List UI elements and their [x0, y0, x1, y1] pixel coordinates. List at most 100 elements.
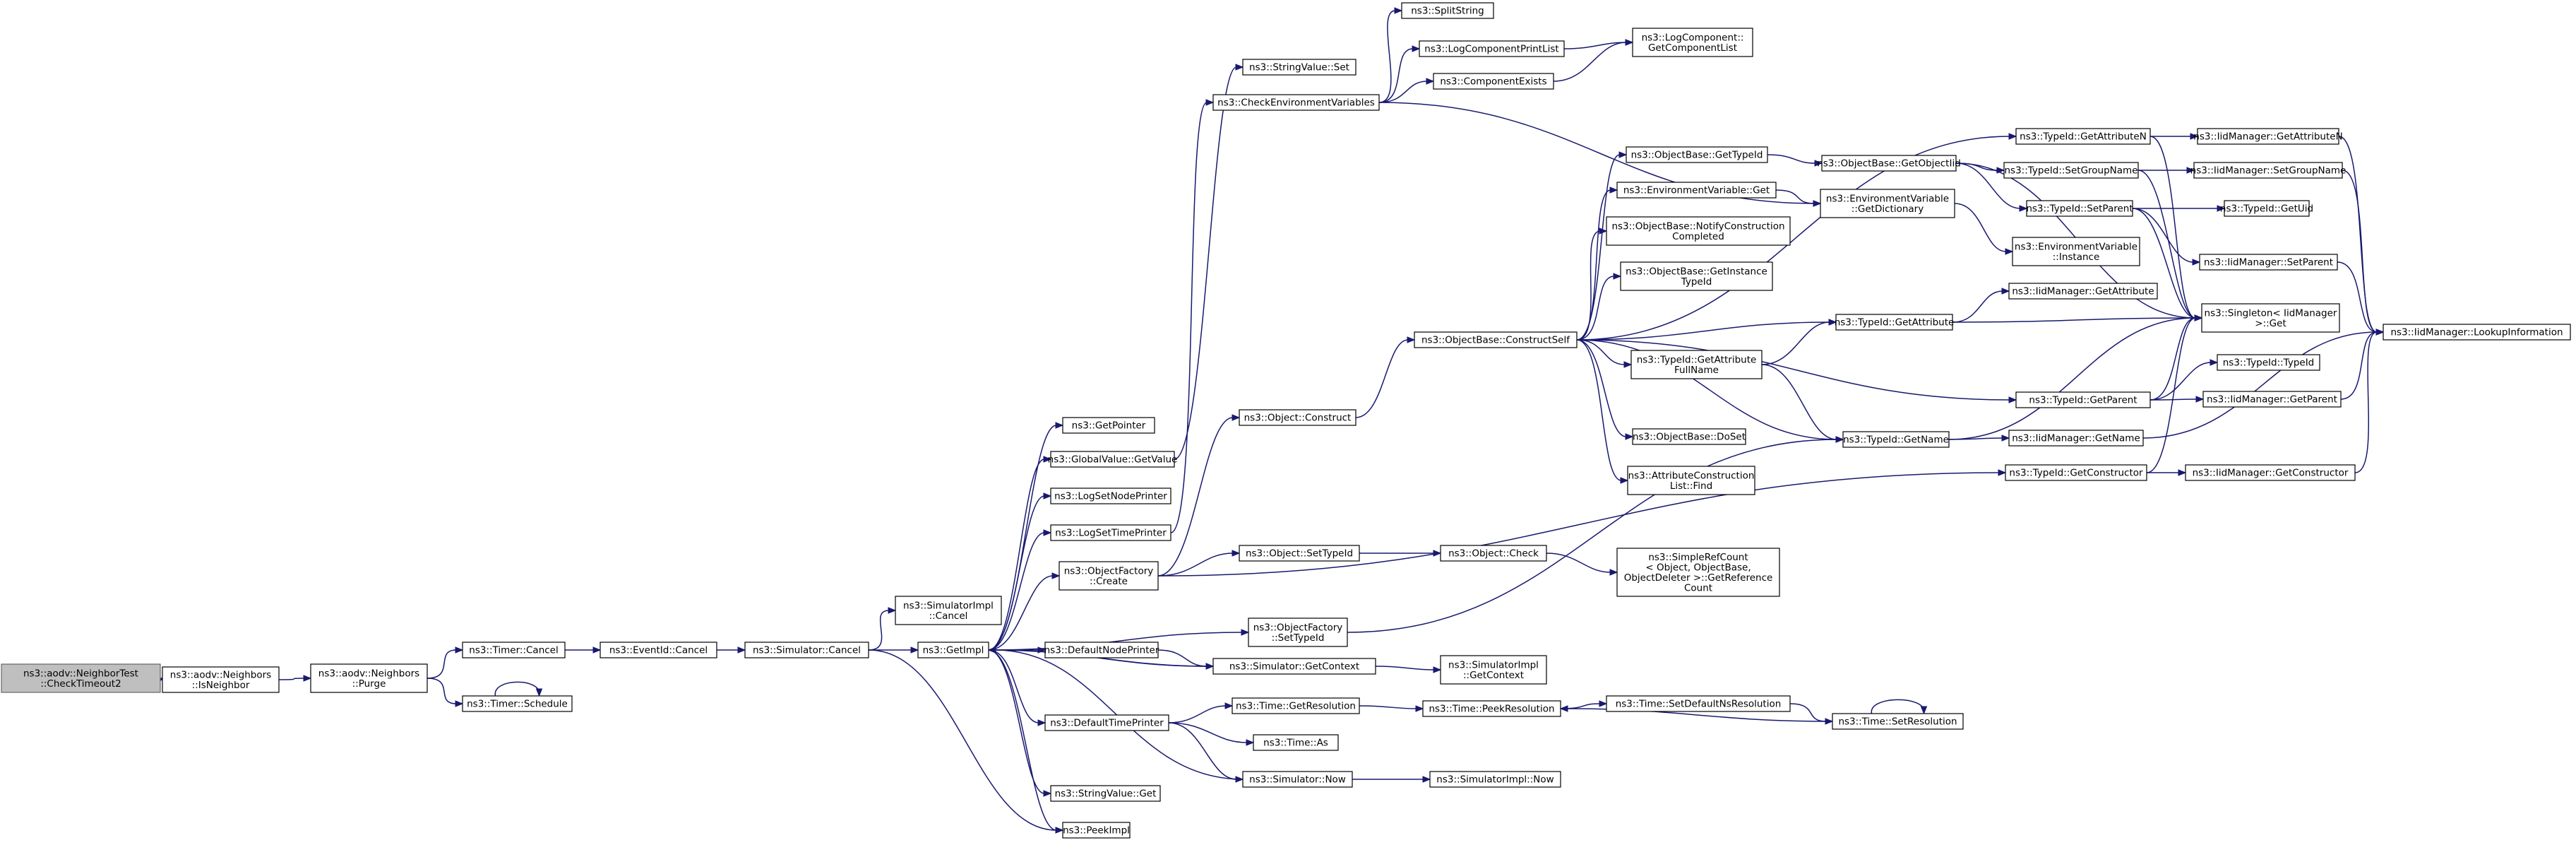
node-ns3-objectbase-doset[interactable]: ns3::ObjectBase::DoSet — [1632, 428, 1746, 445]
node-ns3-iidmanager-setparent[interactable]: ns3::IidManager::SetParent — [2199, 254, 2338, 271]
node-ns3-simulatorimpl-cancel[interactable]: ns3::SimulatorImpl::Cancel — [895, 596, 1002, 625]
node-ns3-iidmanager-getattribute[interactable]: ns3::IidManager::GetAttribute — [2008, 283, 2158, 300]
node-ns3-singleton-iidmanager-get[interactable]: ns3::Singleton< IidManager >::Get — [2201, 303, 2340, 333]
node-ns3-timer-cancel[interactable]: ns3::Timer::Cancel — [462, 642, 566, 658]
edge-n51-n62 — [2137, 170, 2196, 319]
node-ns3-globalvalue-getvalue[interactable]: ns3::GlobalValue::GetValue — [1048, 451, 1178, 468]
node-label: ::Purge — [352, 678, 386, 690]
edge-n19-n27 — [1378, 10, 1396, 103]
node-ns3-iidmanager-getparent[interactable]: ns3::IidManager::GetParent — [2202, 391, 2342, 408]
edge-n31-n42 — [1576, 339, 1627, 437]
node-ns3-environmentvariable-getdictionary[interactable]: ns3::EnvironmentVariable::GetDictionary — [1820, 189, 1955, 218]
arrowhead — [1037, 719, 1046, 726]
node-ns3-componentexists[interactable]: ns3::ComponentExists — [1433, 73, 1554, 90]
node-ns3-peekimpl[interactable]: ns3::PeekImpl — [1062, 822, 1131, 839]
node-ns3-logcomponentprintlist[interactable]: ns3::LogComponentPrintList — [1419, 40, 1565, 57]
node-ns3-typeid-getparent[interactable]: ns3::TypeId::GetParent — [2015, 391, 2151, 408]
node-box — [1606, 695, 1791, 712]
node-ns3-splitstring[interactable]: ns3::SplitString — [1401, 2, 1494, 19]
node-label: ns3::LogSetTimePrinter — [1055, 528, 1167, 539]
node-ns3-simulatorimpl-getcontext[interactable]: ns3::SimulatorImpl::GetContext — [1440, 655, 1547, 685]
node-label: ns3::ObjectBase::GetObjectIid — [1817, 158, 1961, 170]
node-ns3-time-peekresolution[interactable]: ns3::Time::PeekResolution — [1422, 700, 1561, 717]
edge-n6-n9 — [868, 649, 1057, 831]
node-ns3-logsettimeprinter[interactable]: ns3::LogSetTimePrinter — [1050, 524, 1171, 541]
node-ns3-iidmanager-getattributen[interactable]: ns3::IidManager::GetAttributeN — [2193, 128, 2343, 145]
node-ns3-stringvalue-get[interactable]: ns3::StringValue::Get — [1050, 785, 1161, 802]
arrowhead — [987, 646, 996, 654]
node-ns3-defaultnodeprinter[interactable]: ns3::DefaultNodePrinter — [1044, 642, 1159, 658]
node-ns3-time-setdefaultnsresolution[interactable]: ns3::Time::SetDefaultNsResolution — [1606, 695, 1791, 712]
node-ns3-getimpl[interactable]: ns3::GetImpl — [917, 642, 989, 658]
node-ns3-aodv-neighbors-isneighbor[interactable]: ns3::aodv::Neighbors::IsNeighbor — [162, 666, 280, 693]
node-box — [1050, 451, 1175, 468]
node-box — [600, 642, 717, 658]
node-label: ::Instance — [2053, 252, 2100, 263]
node-ns3-objectfactory-create[interactable]: ns3::ObjectFactory::Create — [1059, 561, 1159, 591]
node-box — [1820, 189, 1955, 218]
edge-n37-n46 — [1767, 154, 1816, 164]
node-ns3-time-getresolution[interactable]: ns3::Time::GetResolution — [1232, 697, 1360, 714]
node-ns3-aodv-neighbortest-checktimeout2[interactable]: ns3::aodv::NeighborTest::CheckTimeout2 — [1, 663, 161, 693]
node-ns3-simplerefcount-object-objectbase-objectdeleter-getreferencecount[interactable]: ns3::SimpleRefCount< Object, ObjectBase,… — [1616, 548, 1780, 597]
node-ns3-defaulttimeprinter[interactable]: ns3::DefaultTimePrinter — [1044, 714, 1169, 731]
node-box — [2003, 162, 2139, 179]
node-ns3-typeid-setgroupname[interactable]: ns3::TypeId::SetGroupName — [2003, 162, 2139, 179]
node-ns3-object-settypeid[interactable]: ns3::Object::SetTypeId — [1239, 545, 1360, 562]
node-label: ns3::AttributeConstruction — [1628, 470, 1755, 481]
node-ns3-logsetnodeprinter[interactable]: ns3::LogSetNodePrinter — [1050, 488, 1171, 504]
node-box — [2202, 391, 2342, 408]
arrowhead — [2019, 205, 2028, 212]
node-box — [1044, 714, 1169, 731]
node-label: ns3::ObjectBase::NotifyConstruction — [1611, 220, 1784, 232]
node-ns3-typeid-setparent[interactable]: ns3::TypeId::SetParent — [2026, 200, 2133, 217]
node-box — [1248, 618, 1348, 647]
node-ns3-iidmanager-lookupinformation[interactable]: ns3::IidManager::LookupInformation — [2383, 324, 2571, 341]
node-ns3-objectbase-getobjectiid[interactable]: ns3::ObjectBase::GetObjectIid — [1817, 155, 1961, 172]
node-ns3-eventid-cancel[interactable]: ns3::EventId::Cancel — [600, 642, 717, 658]
node-ns3-simulator-now[interactable]: ns3::Simulator::Now — [1242, 771, 1353, 788]
node-ns3-time-setresolution[interactable]: ns3::Time::SetResolution — [1832, 713, 1964, 730]
node-ns3-objectbase-notifyconstructioncompleted[interactable]: ns3::ObjectBase::NotifyConstructionCompl… — [1606, 216, 1791, 246]
arrowhead — [2192, 259, 2201, 266]
node-ns3-iidmanager-setgroupname[interactable]: ns3::IidManager::SetGroupName — [2190, 162, 2347, 179]
edge-n52-n62 — [2132, 208, 2196, 319]
node-ns3-getpointer[interactable]: ns3::GetPointer — [1062, 417, 1155, 434]
node-ns3-typeid-getname[interactable]: ns3::TypeId::GetName — [1842, 431, 1950, 448]
node-ns3-simulator-getcontext[interactable]: ns3::Simulator::GetContext — [1212, 658, 1376, 675]
node-ns3-logcomponent-getcomponentlist[interactable]: ns3::LogComponent::GetComponentList — [1632, 28, 1753, 57]
node-ns3-simulatorimpl-now[interactable]: ns3::SimulatorImpl::Now — [1429, 771, 1561, 788]
node-ns3-aodv-neighbors-purge[interactable]: ns3::aodv::Neighbors::Purge — [310, 663, 428, 693]
node-ns3-typeid-getuid[interactable]: ns3::TypeId::GetUid — [2220, 200, 2313, 217]
node-ns3-simulator-cancel[interactable]: ns3::Simulator::Cancel — [744, 642, 869, 658]
node-ns3-time-as[interactable]: ns3::Time::As — [1253, 734, 1339, 751]
node-box — [462, 695, 573, 712]
node-ns3-environmentvariable-get[interactable]: ns3::EnvironmentVariable::Get — [1616, 182, 1777, 199]
node-ns3-object-construct[interactable]: ns3::Object::Construct — [1239, 409, 1356, 426]
arrowhead — [1055, 827, 1064, 834]
node-label: ::GetContext — [1463, 670, 1524, 681]
node-box — [1429, 771, 1561, 788]
node-label: ::GetDictionary — [1852, 203, 1924, 215]
node-ns3-objectbase-constructself[interactable]: ns3::ObjectBase::ConstructSelf — [1414, 331, 1578, 348]
node-ns3-object-check[interactable]: ns3::Object::Check — [1440, 545, 1547, 562]
node-ns3-checkenvironmentvariables[interactable]: ns3::CheckEnvironmentVariables — [1212, 94, 1380, 111]
node-ns3-objectfactory-settypeid[interactable]: ns3::ObjectFactory::SetTypeId — [1248, 618, 1348, 647]
node-ns3-objectbase-gettypeid[interactable]: ns3::ObjectBase::GetTypeId — [1626, 146, 1768, 163]
node-ns3-typeid-typeid[interactable]: ns3::TypeId::TypeId — [2217, 354, 2320, 371]
node-ns3-environmentvariable-instance[interactable]: ns3::EnvironmentVariable::Instance — [2012, 237, 2140, 266]
node-ns3-typeid-getattribute[interactable]: ns3::TypeId::GetAttribute — [1835, 314, 1955, 331]
edge-n7-n9 — [988, 649, 1057, 831]
node-ns3-typeid-getconstructor[interactable]: ns3::TypeId::GetConstructor — [2005, 464, 2147, 481]
node-ns3-timer-schedule[interactable]: ns3::Timer::Schedule — [462, 695, 573, 712]
node-label: ns3::Time::SetDefaultNsResolution — [1616, 699, 1782, 710]
node-ns3-iidmanager-getconstructor[interactable]: ns3::IidManager::GetConstructor — [2185, 464, 2356, 481]
node-ns3-iidmanager-getname[interactable]: ns3::IidManager::GetName — [2008, 430, 2144, 447]
node-ns3-typeid-getattributen[interactable]: ns3::TypeId::GetAttributeN — [2015, 128, 2151, 145]
node-ns3-stringvalue-set[interactable]: ns3::StringValue::Set — [1242, 59, 1356, 76]
edges-layer — [150, 7, 2385, 834]
